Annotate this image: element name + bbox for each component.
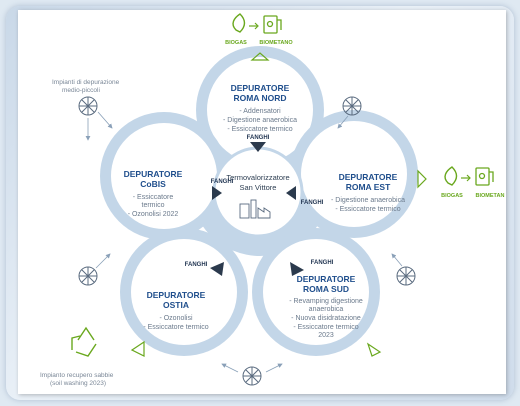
nord-title-line1: DEPURATORE xyxy=(231,83,290,93)
biometano-label-right: BIOMETAN xyxy=(476,193,505,199)
nord-title-line2: ROMA NORD xyxy=(233,93,286,103)
cobis-title-line1: DEPURATORE xyxy=(124,169,183,179)
est-title-line1: DEPURATORE xyxy=(339,172,398,182)
fanghi-label-est: FANGHI xyxy=(301,200,324,206)
biometano-icon-top xyxy=(263,15,282,34)
cobis-title-line2: CoBIS xyxy=(140,179,166,189)
sud-title-line2: ROMA SUD xyxy=(303,284,349,294)
fanghi-arrow-sud xyxy=(290,262,304,276)
sud-item: - Essiccatore termico xyxy=(293,324,358,331)
output-triangle-ostia xyxy=(130,340,145,357)
small-plant-icon xyxy=(242,366,262,386)
fanghi-arrow-cobis xyxy=(212,186,222,200)
nord-item: - Digestione anaerobica xyxy=(223,117,297,124)
nord-item: - Essiccatore termico xyxy=(227,126,292,133)
petal-cobis xyxy=(100,112,228,240)
biogas-icon-right xyxy=(444,166,471,186)
cobis-item: - Essiccatore xyxy=(133,194,174,201)
small-plant-icon xyxy=(342,96,362,116)
note-sand-line1: Impianto recupero sabbie xyxy=(40,372,114,379)
sud-item: anaerobica xyxy=(309,306,344,313)
fanghi-label-sud: FANGHI xyxy=(311,260,334,266)
output-triangle-sud xyxy=(366,342,382,357)
ostia-title-line1: DEPURATORE xyxy=(147,290,206,300)
fanghi-label-ostia: FANGHI xyxy=(185,262,208,268)
fanghi-arrow-nord xyxy=(250,142,266,152)
petal-est xyxy=(290,110,418,238)
est-item: - Digestione anaerobica xyxy=(331,197,405,204)
small-plant-icon xyxy=(78,96,98,116)
note-small-plants-line2: medio-piccoli xyxy=(62,87,100,94)
sud-title-line1: DEPURATORE xyxy=(297,274,356,284)
small-plant-arrows xyxy=(85,111,403,373)
recycle-icon xyxy=(71,326,97,357)
cobis-item: termico xyxy=(142,202,165,209)
ostia-title-line2: OSTIA xyxy=(163,300,189,310)
output-triangle-top xyxy=(250,52,270,61)
output-triangle-right xyxy=(417,169,427,189)
biogas-label-top: BIOGAS xyxy=(225,40,247,46)
center-label-line2: San Vittore xyxy=(240,183,277,192)
fanghi-arrow-est xyxy=(286,186,296,200)
sud-item: - Revamping digestione xyxy=(289,298,363,305)
fanghi-label-nord: FANGHI xyxy=(247,135,270,141)
factory-icon xyxy=(239,199,271,219)
ostia-item: - Essiccatore termico xyxy=(143,324,208,331)
biogas-label-right: BIOGAS xyxy=(441,193,463,199)
sud-item: 2023 xyxy=(318,332,334,339)
fanghi-arrows xyxy=(210,142,304,276)
petal-nord xyxy=(196,46,324,174)
fanghi-label-cobis: FANGHI xyxy=(211,179,234,185)
petal-ostia xyxy=(120,228,248,356)
small-plant-icon xyxy=(396,266,416,286)
est-title-line2: ROMA EST xyxy=(346,182,391,192)
biometano-icon-right xyxy=(475,167,494,186)
cobis-item: - Ozonolisi 2022 xyxy=(128,211,179,218)
biogas-icon-top xyxy=(232,13,259,33)
fanghi-arrow-ostia xyxy=(210,262,224,276)
petal-sud xyxy=(252,228,380,356)
sud-item: - Nuova disidratazione xyxy=(291,315,361,322)
note-sand-line2: (soil washing 2023) xyxy=(50,380,106,387)
biometano-label-top: BIOMETANO xyxy=(259,40,293,46)
nord-item: - Addensatori xyxy=(239,108,281,115)
note-small-plants-line1: Impianti di depurazione xyxy=(52,79,120,86)
est-item: - Essiccatore termico xyxy=(335,206,400,213)
small-plant-icon xyxy=(78,266,98,286)
center-label-line1: Termovalorizzatore xyxy=(226,173,289,182)
ostia-item: - Ozonolisi xyxy=(159,315,193,322)
